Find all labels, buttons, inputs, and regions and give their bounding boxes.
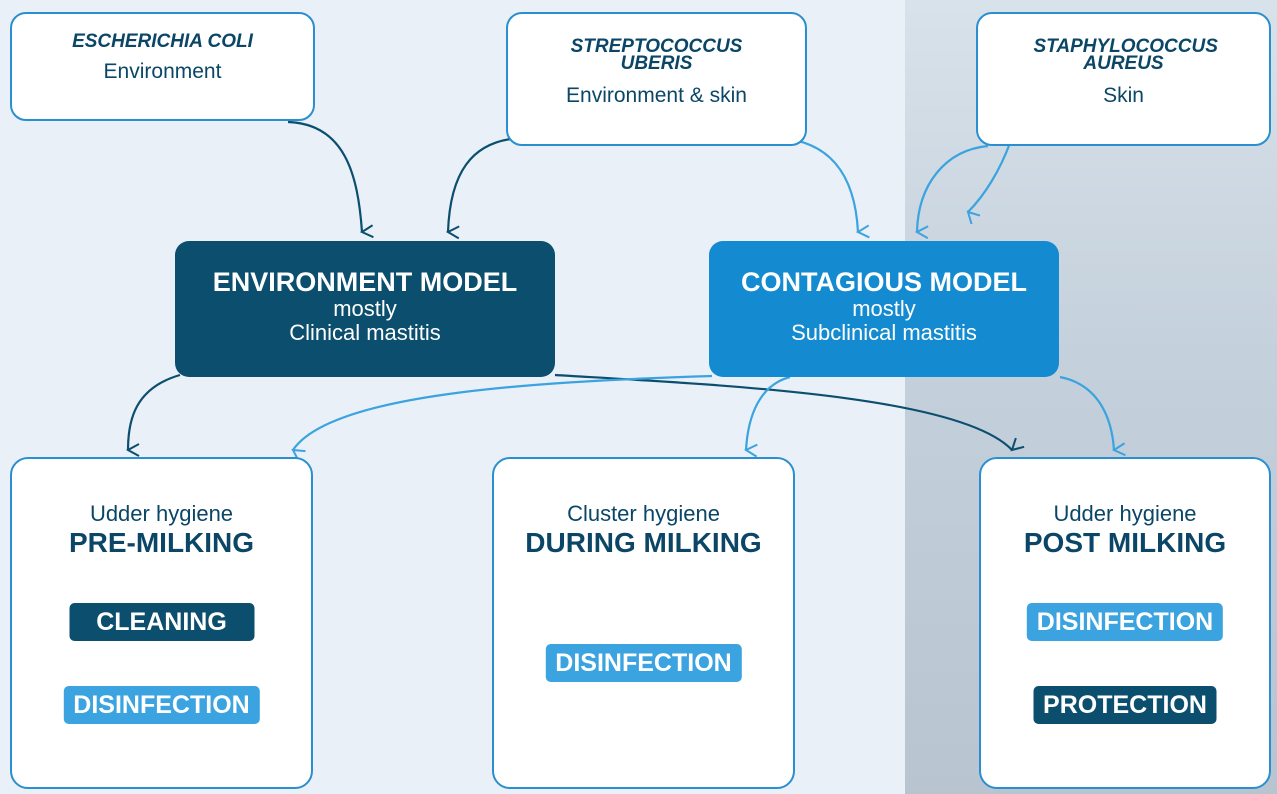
model-subtitle: mostly	[852, 296, 916, 321]
arrow-environment-to-postmilking	[554, 373, 1012, 450]
action-box-post-milking: Udder hygiene POST MILKING DISINFECTION …	[979, 457, 1271, 789]
source-box-streptococcus: Streptococcus uberis Environment & skin	[506, 12, 807, 146]
phase-label: DURING MILKING	[525, 527, 762, 558]
hygiene-label: Udder hygiene	[1053, 501, 1197, 526]
source-name: Staphylococcus aureus	[1033, 36, 1218, 74]
model-subtitle: mostly	[333, 296, 397, 321]
model-title: CONTAGIOUS MODEL	[741, 267, 1027, 297]
arrow-ecoli-to-environment	[287, 120, 362, 232]
source-origin: Skin	[1103, 84, 1144, 107]
source-box-staphylococcus: Staphylococcus aureus Skin	[976, 12, 1271, 146]
hygiene-label: Udder hygiene	[89, 501, 234, 526]
arrow-contagious-to-duringmilking	[746, 375, 791, 450]
source-box-ecoli: Escherichia coli Environment	[10, 12, 315, 121]
arrow-staph-to-contagious-b	[968, 142, 1012, 212]
model-description: Clinical mastitis	[289, 320, 441, 345]
phase-label: PRE-MILKING	[68, 527, 255, 558]
source-name: Streptococcus uberis	[570, 36, 743, 74]
source-name: Escherichia coli	[72, 31, 253, 52]
cleaning-tag: CLEANING	[69, 603, 254, 641]
model-description: Subclinical mastitis	[791, 320, 977, 345]
arrow-staph-to-contagious-a	[917, 144, 989, 232]
environment-model-box: ENVIRONMENT MODEL mostly Clinical mastit…	[175, 241, 555, 377]
action-box-pre-milking: Udder hygiene PRE-MILKING CLEANING DISIN…	[10, 457, 313, 789]
source-origin: Environment & skin	[566, 84, 747, 107]
protection-tag: PROTECTION	[1033, 686, 1217, 724]
arrow-environment-to-premilking	[128, 373, 181, 450]
arrow-strep-to-contagious	[775, 136, 858, 232]
disinfection-tag: DISINFECTION	[1026, 603, 1224, 641]
arrow-strep-to-environment	[448, 136, 523, 232]
action-box-during-milking: Cluster hygiene DURING MILKING DISINFECT…	[492, 457, 795, 789]
arrow-contagious-to-premilking	[293, 374, 713, 450]
disinfection-tag: DISINFECTION	[63, 686, 260, 724]
arrow-contagious-to-postmilking	[1059, 375, 1114, 450]
disinfection-tag: DISINFECTION	[545, 644, 742, 682]
hygiene-label: Cluster hygiene	[567, 501, 720, 526]
phase-label: POST MILKING	[1023, 527, 1227, 558]
model-title: ENVIRONMENT MODEL	[212, 267, 518, 297]
source-origin: Environment	[103, 60, 222, 83]
contagious-model-box: CONTAGIOUS MODEL mostly Subclinical mast…	[709, 241, 1059, 377]
